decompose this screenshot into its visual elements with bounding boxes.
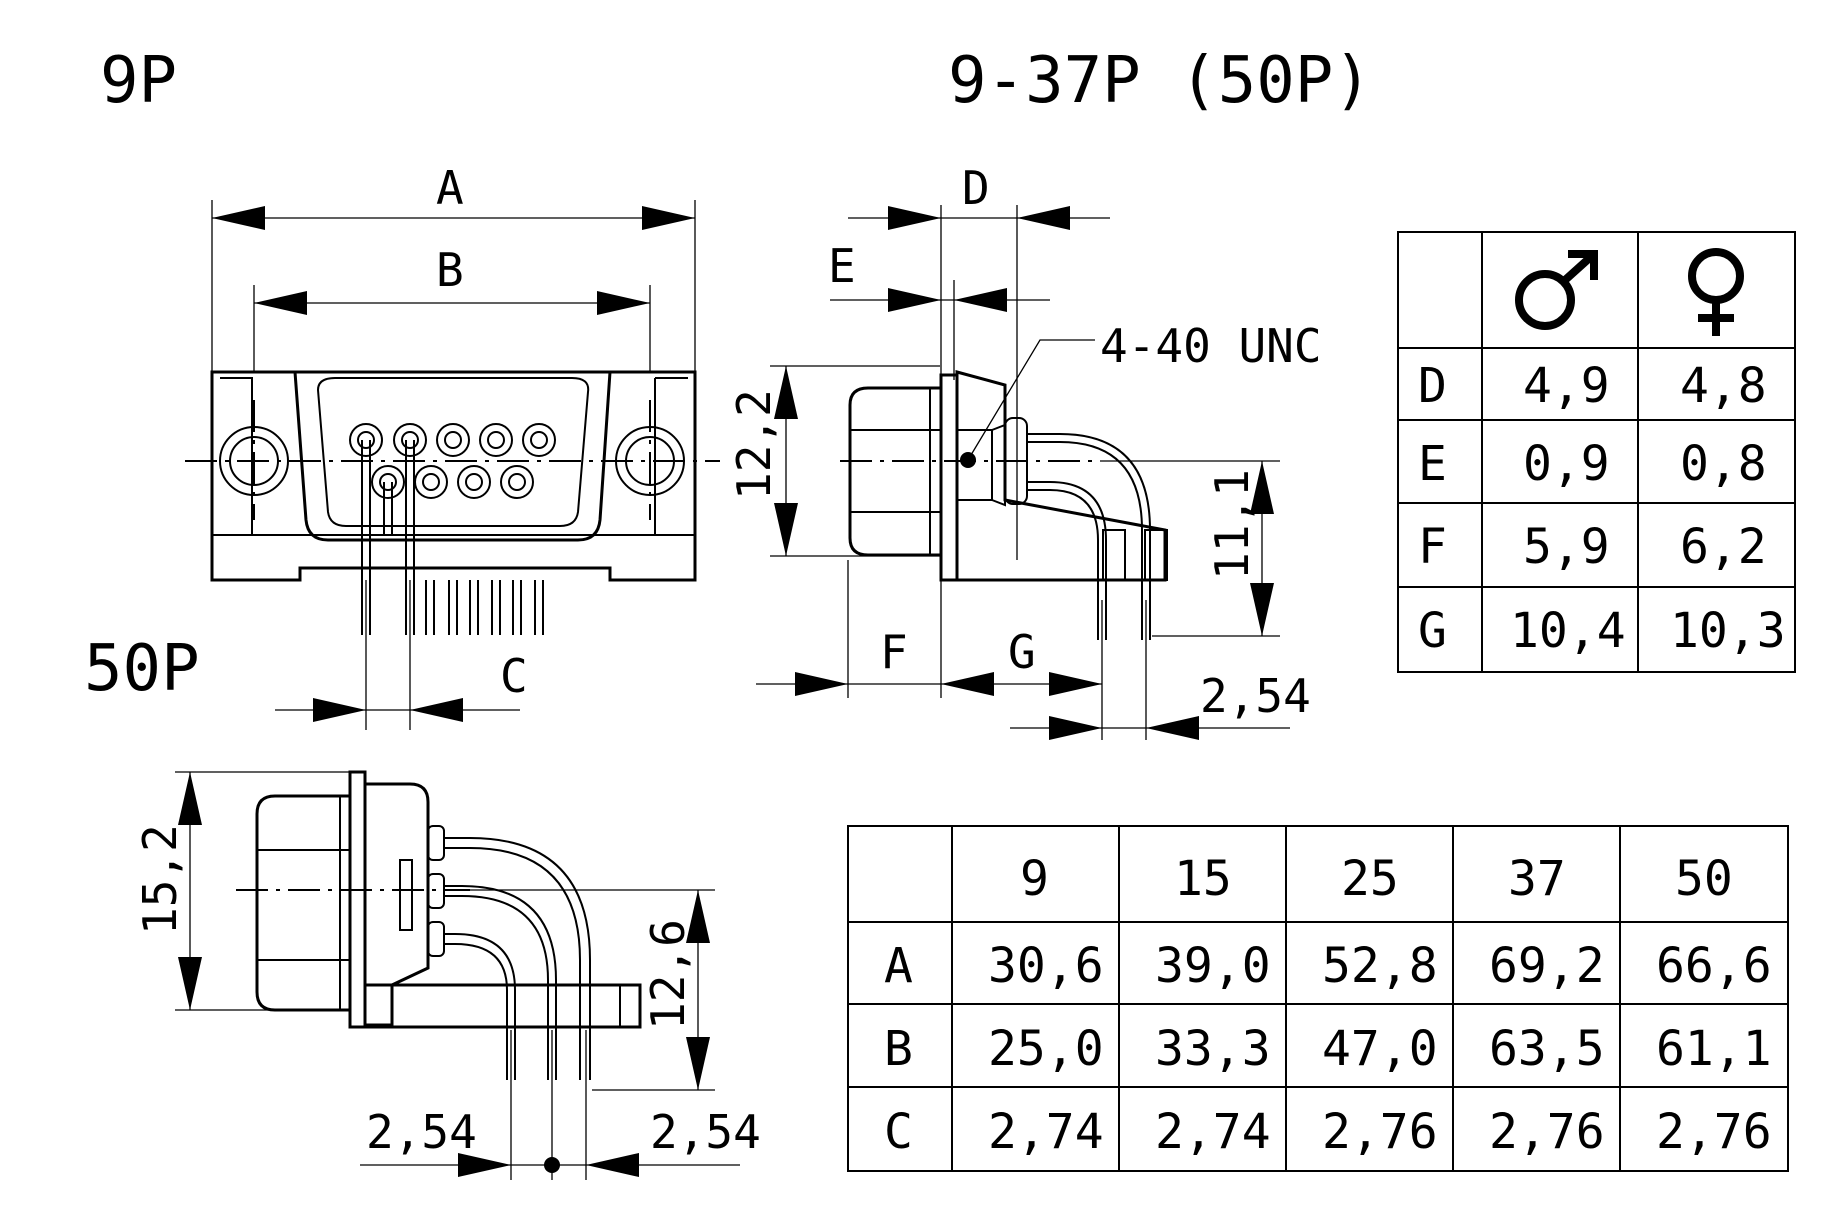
pin-cell: 33,3 xyxy=(1155,1021,1271,1077)
dim-label-2-54-left: 2,54 xyxy=(366,1105,477,1159)
dim-label-11-1: 11,1 xyxy=(1205,469,1259,580)
side-view-50p: 15,2 12,6 xyxy=(133,770,761,1180)
front-pins-bottom xyxy=(371,465,534,499)
dim-label-12-2: 12,2 xyxy=(727,389,781,500)
pin-cell: 2,76 xyxy=(1489,1104,1605,1160)
gender-female-value: 4,8 xyxy=(1680,358,1767,414)
title-9-37p: 9-37P (50P) xyxy=(948,44,1372,118)
pin-cell: 61,1 xyxy=(1656,1021,1772,1077)
dim-label-2-54-right: 2,54 xyxy=(650,1105,761,1159)
title-9p: 9P xyxy=(100,44,177,118)
pin-cell: 69,2 xyxy=(1489,938,1605,994)
pin-header: 15 xyxy=(1174,851,1232,907)
dim-label-a: A xyxy=(436,161,464,215)
title-50p: 50P xyxy=(84,632,200,706)
pin-cell: 2,74 xyxy=(988,1104,1104,1160)
dim-label-2-54: 2,54 xyxy=(1200,669,1311,723)
pin-cell: 30,6 xyxy=(988,938,1104,994)
pin-cell: 39,0 xyxy=(1155,938,1271,994)
female-symbol-text: ♀ xyxy=(1700,250,1701,251)
pin-row-label: B xyxy=(884,1021,913,1077)
gender-male-value: 5,9 xyxy=(1523,519,1610,575)
gender-row-label: D xyxy=(1418,358,1447,414)
pin-header: 37 xyxy=(1508,851,1566,907)
dim-label-15-2: 15,2 xyxy=(133,824,187,935)
dim-label-b: B xyxy=(436,243,464,297)
dim-label-d: D xyxy=(962,161,990,215)
thread-label: 4-40 UNC xyxy=(1100,319,1322,373)
front-pins-top xyxy=(349,423,556,457)
dim-label-12-6: 12,6 xyxy=(641,919,695,1030)
side-view-9-37p: D E 4-40 UNC 12,2 xyxy=(727,161,1322,740)
pin-cell: 2,76 xyxy=(1656,1104,1772,1160)
dim-label-e: E xyxy=(828,239,856,293)
gender-row-label: G xyxy=(1418,603,1447,659)
dim-label-f: F xyxy=(880,625,908,679)
pin-cell: 52,8 xyxy=(1322,938,1438,994)
gender-female-value: 0,8 xyxy=(1680,436,1767,492)
female-symbol-icon xyxy=(1688,248,1744,336)
pin-header: 25 xyxy=(1341,851,1399,907)
pin-header: 50 xyxy=(1675,851,1733,907)
gender-row-label: F xyxy=(1418,519,1447,575)
pin-dimension-table: 9 15 25 37 50 A 30,6 39,0 52,8 69,2 66,6… xyxy=(847,825,1789,1172)
pin-cell: 63,5 xyxy=(1489,1021,1605,1077)
pin-cell: 2,76 xyxy=(1322,1104,1438,1160)
gender-row-label: E xyxy=(1418,436,1447,492)
pin-row-label: C xyxy=(884,1104,913,1160)
dim-label-g: G xyxy=(1008,625,1036,679)
gender-female-value: 10,3 xyxy=(1670,603,1786,659)
male-symbol-text: ♂ xyxy=(1530,250,1531,251)
pin-row-label: A xyxy=(884,938,913,994)
gender-male-value: 10,4 xyxy=(1510,603,1626,659)
pin-cell: 66,6 xyxy=(1656,938,1772,994)
gender-male-value: 0,9 xyxy=(1523,436,1610,492)
gender-male-value: 4,9 xyxy=(1523,358,1610,414)
pin-cell: 25,0 xyxy=(988,1021,1104,1077)
pin-header: 9 xyxy=(1020,851,1049,907)
gender-dimension-table: D 4,9 4,8 E 0,9 0,8 F 5,9 6,2 G 10,4 10,… xyxy=(1397,231,1796,673)
male-symbol-icon xyxy=(1515,250,1598,330)
dim-label-c: C xyxy=(500,649,528,703)
pin-cell: 47,0 xyxy=(1322,1021,1438,1077)
pin-cell: 2,74 xyxy=(1155,1104,1271,1160)
front-leads xyxy=(361,440,544,635)
gender-female-value: 6,2 xyxy=(1680,519,1767,575)
front-view-9p: A B xyxy=(185,161,720,730)
